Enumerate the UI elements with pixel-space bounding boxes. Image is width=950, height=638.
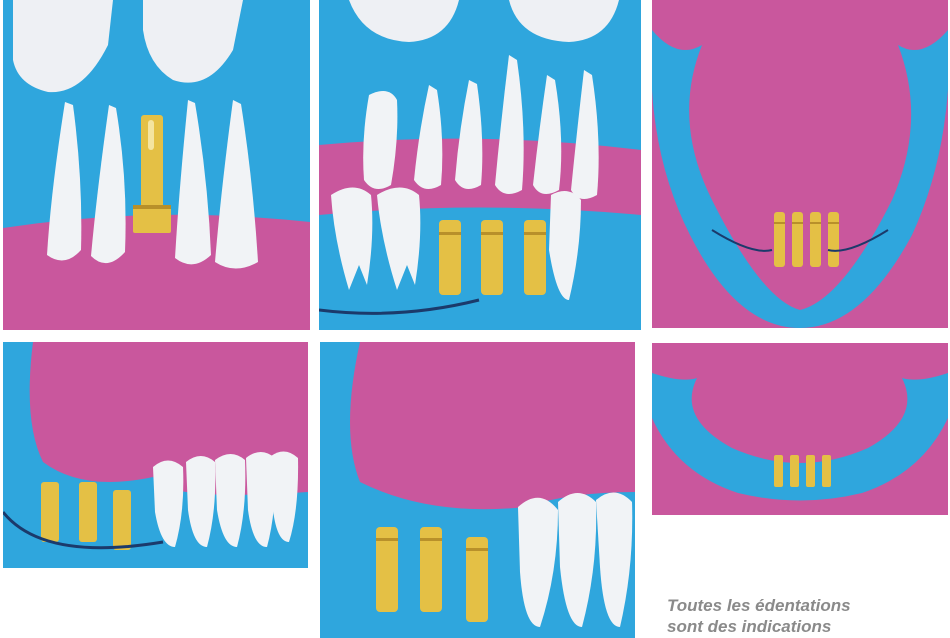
illustration-single-tooth-implant <box>3 0 310 330</box>
caption-line-1: Toutes les édentations <box>667 595 947 616</box>
caption: Toutes les édentations sont des indicati… <box>667 595 947 637</box>
illustration-posterior-implants-lower-right <box>320 342 635 638</box>
caption-line-2: sont des indications <box>667 616 947 637</box>
illustration-edentulous-mandible-4-implants <box>652 0 948 328</box>
illustration-edentulous-mandible-small <box>652 343 948 515</box>
illustration-posterior-implants-upper <box>319 0 641 330</box>
illustration-posterior-implants-lower-left <box>3 342 308 568</box>
